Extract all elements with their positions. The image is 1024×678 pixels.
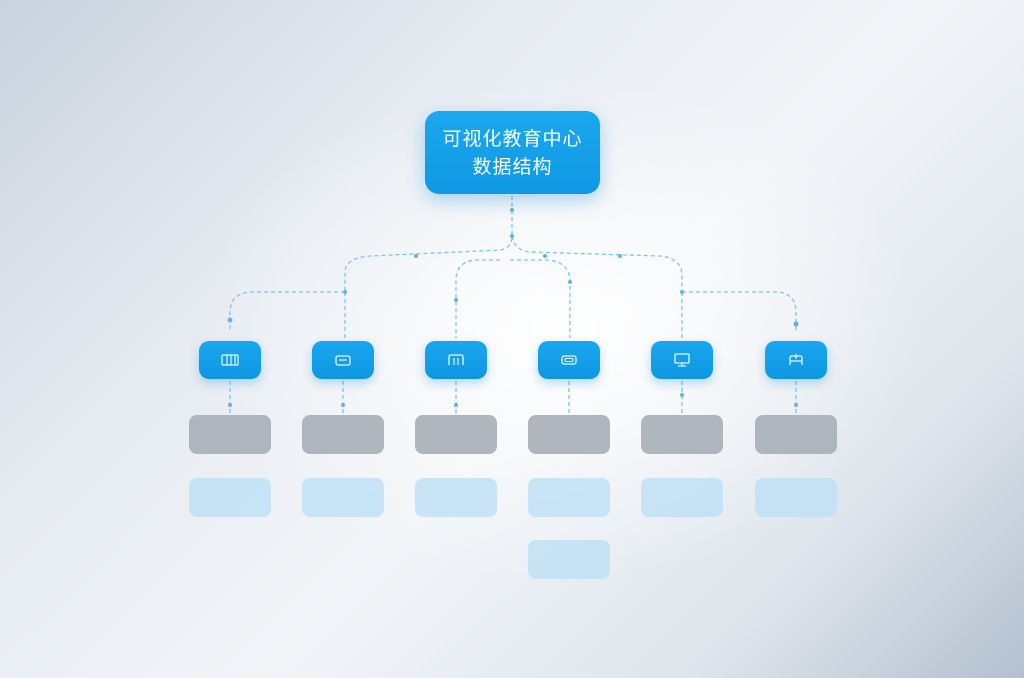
chart-icon [221, 354, 239, 366]
branch-4-extra-light-label[interactable] [528, 540, 610, 579]
root-title-line1: 可视化教育中心 [442, 127, 583, 150]
outer-right [682, 291, 797, 330]
branch-1-node[interactable] [199, 341, 261, 379]
branch-5-gray-label[interactable] [641, 415, 723, 454]
root-node[interactable]: 可视化教育中心 数据结构 [425, 111, 600, 194]
branch-2-node[interactable] [312, 341, 374, 379]
network-icon [789, 354, 803, 365]
branch-2-gray-label[interactable] [302, 415, 384, 454]
outer-left [229, 291, 345, 330]
branch-4-gray-label[interactable] [528, 415, 610, 454]
branch-2-light-label[interactable] [302, 478, 384, 517]
root-title-line2: 数据结构 [472, 155, 553, 178]
branch-4-node[interactable] [538, 341, 600, 379]
inner-arc-left [455, 259, 500, 338]
branch-3-light-label[interactable] [415, 478, 497, 517]
branch-3-gray-label[interactable] [415, 415, 497, 454]
branch-6-node[interactable] [765, 341, 827, 379]
inner-arc-right [510, 259, 571, 338]
branch-4-light-label[interactable] [528, 478, 610, 517]
table-icon [448, 354, 464, 365]
card-icon [561, 355, 577, 365]
branch-5-light-label[interactable] [641, 478, 723, 517]
branch-6-light-label[interactable] [755, 478, 837, 517]
branch-6-gray-label[interactable] [755, 415, 837, 454]
branch-5-node[interactable] [651, 341, 713, 379]
branch-1-light-label[interactable] [189, 478, 271, 517]
branch-3-node[interactable] [425, 341, 487, 379]
trunk-branch-right [511, 235, 683, 290]
branch-1-gray-label[interactable] [189, 415, 271, 454]
trunk-line [344, 196, 513, 292]
folder-icon [335, 355, 351, 366]
monitor-icon [674, 353, 690, 367]
